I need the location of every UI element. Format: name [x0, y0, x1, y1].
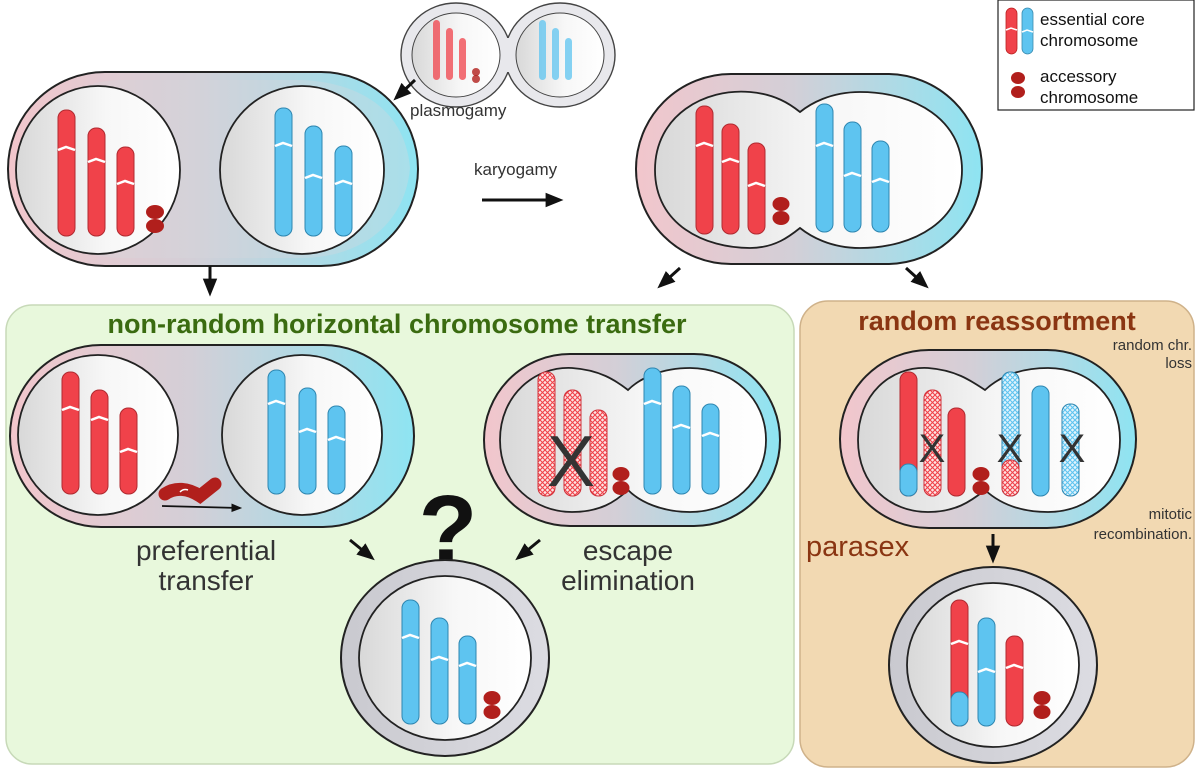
legend-accessory-label-1: accessory	[1040, 67, 1117, 86]
legend-core-label-2: chromosome	[1040, 31, 1138, 50]
parasex-accessory	[972, 467, 990, 495]
eliminated-red-chromosomes	[537, 371, 608, 497]
mitotic-label-1: mitotic	[1149, 506, 1193, 523]
elimination-x-mark: X	[547, 422, 595, 502]
parasex-x-mark-2: X	[997, 427, 1024, 471]
fused-red-chromosomes	[695, 105, 766, 235]
parasex-label: parasex	[806, 531, 910, 563]
preferential-red-chromosomes	[61, 371, 138, 495]
random-loss-label-2: loss	[1165, 355, 1192, 372]
result-blue-chromosomes	[401, 599, 477, 725]
legend-core-label-1: essential core	[1040, 10, 1145, 29]
dikaryon-red-chromosomes	[57, 109, 135, 237]
arrow-fused-to-random	[904, 266, 929, 289]
escape-label-1: escape	[583, 535, 673, 566]
random-loss-label-1: random chr.	[1113, 337, 1192, 354]
dikaryon-accessory	[146, 205, 164, 233]
arrow-fused-to-nonrandom	[657, 266, 682, 289]
karyogamy-label: karyogamy	[474, 160, 558, 179]
fused-nucleus-cell	[635, 73, 983, 265]
result-accessory	[483, 691, 501, 719]
escape-blue-chromosomes	[643, 367, 720, 495]
plasmogamy-label: plasmogamy	[410, 101, 507, 120]
legend-accessory-swatch	[1011, 72, 1025, 98]
mitotic-label-2: recombination.	[1094, 526, 1192, 543]
legend-core-swatch	[1005, 7, 1034, 55]
preferential-label-2: transfer	[159, 565, 254, 596]
random-panel-title: random reassortment	[858, 306, 1136, 336]
arrow-escape-to-result	[515, 538, 541, 561]
parasex-x-mark-3: X	[1059, 427, 1086, 471]
nonrandom-panel-title: non-random horizontal chromosome transfe…	[107, 309, 687, 339]
fused-accessory	[772, 197, 790, 225]
plasmogamy-small-cells	[400, 2, 616, 108]
transferring-accessory	[158, 477, 243, 513]
dikaryon-blue-chromosomes	[274, 107, 353, 237]
fused-blue-chromosomes	[815, 103, 890, 233]
plasmogamy-arrow	[393, 78, 417, 101]
preferential-blue-chromosomes	[267, 369, 346, 495]
legend: essential core chromosome accessory chro…	[997, 0, 1195, 111]
escape-accessory	[612, 467, 630, 495]
legend-accessory-label-2: chromosome	[1040, 88, 1138, 107]
preferential-label-1: preferential	[136, 535, 276, 566]
escape-elimination-cell	[483, 353, 781, 527]
escape-label-2: elimination	[561, 565, 695, 596]
parasex-x-mark-1: X	[919, 427, 946, 471]
arrow-preferential-to-result	[349, 538, 375, 561]
random-result-accessory	[1033, 691, 1051, 719]
parasex-cell	[839, 349, 1137, 529]
random-result-chromosomes	[950, 599, 1024, 727]
parasex-chromosomes	[899, 371, 1080, 497]
